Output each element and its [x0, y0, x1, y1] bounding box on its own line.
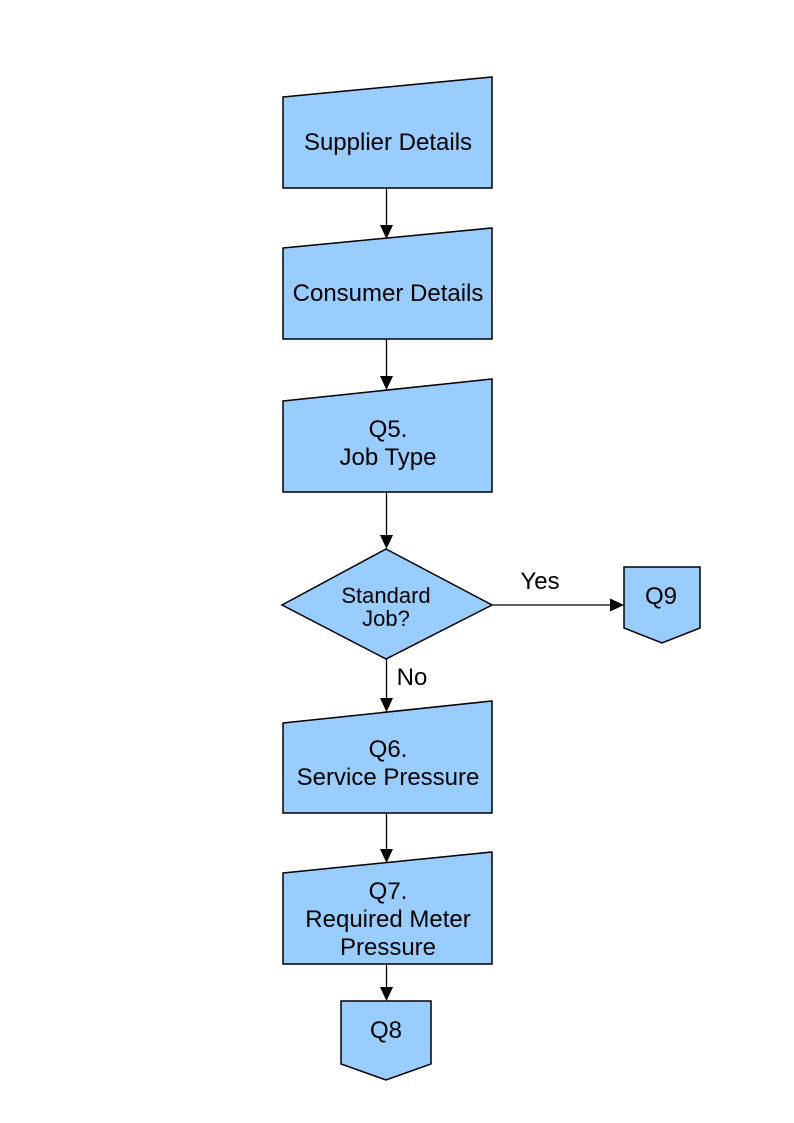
- node-shape-q5-job-type: [282, 378, 493, 493]
- node-label-q5-job-type: Q5. Job Type: [339, 416, 437, 471]
- node-shape-q7-required-meter-pressure: [282, 851, 493, 965]
- arrowhead-down-icon: [380, 376, 393, 390]
- edge-label-no: No: [396, 664, 428, 691]
- node-label-standard-job-decision: Standard Job?: [341, 583, 431, 631]
- node-shape-q6-service-pressure: [282, 700, 493, 814]
- node-shape-standard-job-decision: [280, 548, 494, 660]
- node-label-q9-offpage-connector: Q9: [644, 583, 678, 610]
- edge-decision-no-to-q6: [380, 659, 393, 712]
- arrowhead-down-icon: [380, 225, 393, 239]
- node-shape-consumer-details: [282, 227, 493, 340]
- arrowhead-down-icon: [380, 535, 393, 549]
- node-label-supplier-details: Supplier Details: [303, 129, 473, 156]
- node-label-q8-offpage-connector: Q8: [369, 1017, 403, 1044]
- arrowhead-down-icon: [380, 987, 393, 1001]
- node-shape-supplier-details: [282, 76, 493, 189]
- node-label-q6-service-pressure: Q6. Service Pressure: [296, 736, 480, 791]
- edge-supplier-to-consumer: [380, 188, 393, 239]
- node-shape-q8-offpage-connector: [340, 1000, 432, 1081]
- edge-consumer-to-q5: [380, 339, 393, 390]
- arrowhead-down-icon: [380, 849, 393, 863]
- node-label-q7-required-meter-pressure: Q7. Required Meter Pressure: [305, 878, 471, 961]
- edge-q5-to-decision: [380, 492, 393, 549]
- arrowhead-right-icon: [610, 598, 624, 612]
- node-label-consumer-details: Consumer Details: [292, 280, 484, 307]
- edge-label-yes: Yes: [520, 568, 560, 595]
- arrowhead-down-icon: [380, 698, 393, 712]
- node-shape-q9-offpage-connector: [623, 566, 701, 644]
- edge-q6-to-q7: [380, 813, 393, 863]
- edge-decision-yes-to-q9: [492, 598, 624, 612]
- edge-q7-to-q8: [380, 964, 393, 1001]
